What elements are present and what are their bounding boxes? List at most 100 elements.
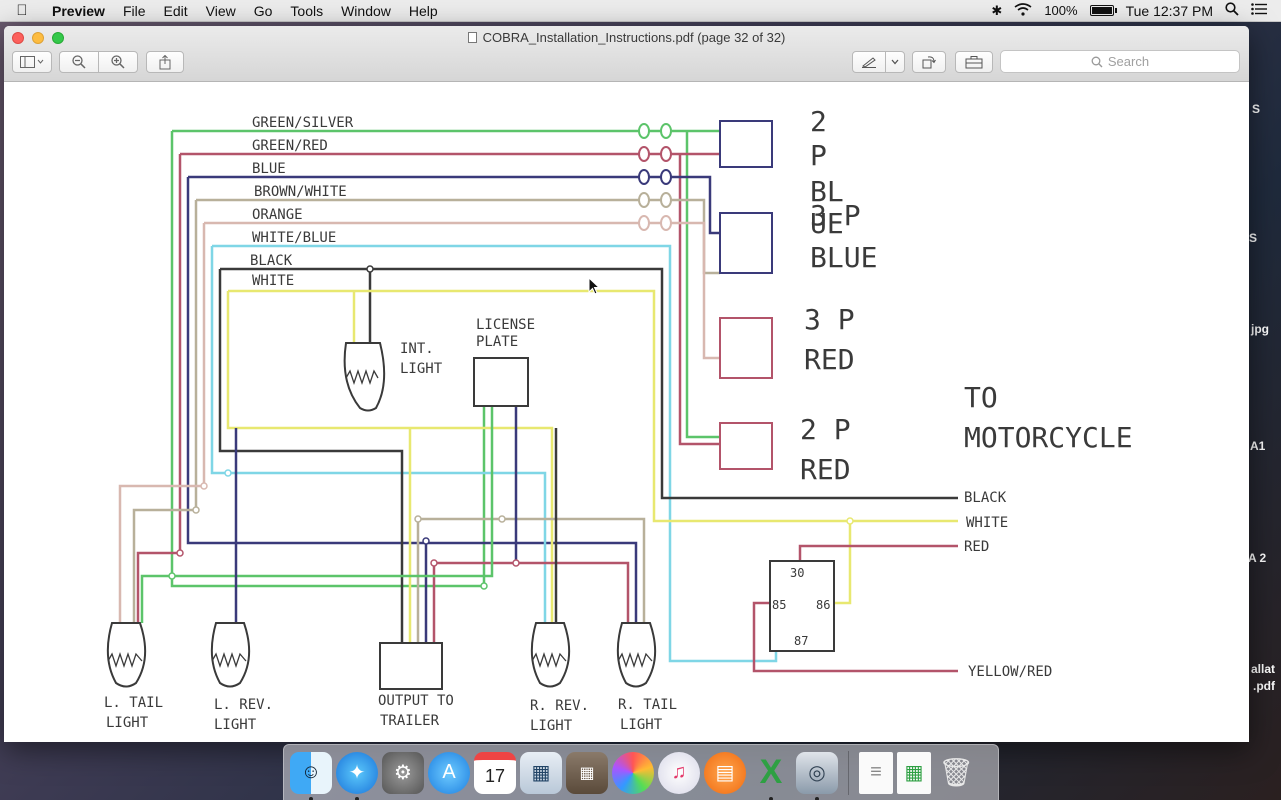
excel-icon[interactable]: X: [750, 752, 792, 800]
r-tail-label: R. TAIL: [618, 697, 677, 713]
wire-blue: [188, 175, 720, 235]
zoom-in-icon: [111, 55, 125, 69]
license-plate-label: PLATE: [476, 334, 518, 350]
wire-white-relay: [834, 521, 852, 605]
chevron-down-icon: [891, 59, 899, 65]
wire-red-output: [432, 561, 630, 643]
terminal: [660, 215, 672, 231]
desktop-peek-text: A1: [1250, 439, 1266, 453]
terminal: [638, 215, 650, 231]
menu-window[interactable]: Window: [341, 2, 391, 19]
clock[interactable]: Tue 12:37 PM: [1125, 2, 1213, 19]
terminal: [660, 146, 672, 162]
minimize-window-button[interactable]: [32, 32, 44, 44]
window-title: COBRA_Installation_Instructions.pdf (pag…: [4, 30, 1249, 45]
to-motorcycle-label: TO: [964, 381, 998, 414]
zoom-in-button[interactable]: [98, 51, 138, 73]
connector-3p-blue-label: BLUE: [810, 241, 877, 274]
wire-brown-white-down: [132, 200, 198, 623]
wire-green-silver-loop: [685, 131, 720, 439]
terminal: [638, 123, 650, 139]
connector-2p-blue: [719, 120, 773, 168]
splice-dot: [846, 517, 854, 525]
menu-view[interactable]: View: [205, 2, 236, 19]
zoom-window-button[interactable]: [52, 32, 64, 44]
menu-app-preview[interactable]: Preview: [52, 2, 105, 19]
terminal: [638, 192, 650, 208]
right-wire-label-black: BLACK: [964, 490, 1007, 506]
bulb-filament: [531, 651, 567, 669]
preview-app-icon[interactable]: ▦: [520, 751, 562, 794]
itunes-icon[interactable]: ♫: [658, 751, 700, 794]
trash-icon[interactable]: 🗑: [938, 757, 974, 788]
menu-edit[interactable]: Edit: [163, 2, 188, 19]
share-button[interactable]: [146, 51, 184, 73]
apple-menu-icon[interactable]: : [0, 2, 44, 19]
bluetooth-icon[interactable]: ✱: [991, 2, 1003, 18]
l-tail-label: L. TAIL: [104, 695, 163, 711]
pdf-page[interactable]: GREEN/SILVER GREEN/RED BLUE BROWN/WHITE …: [4, 83, 1249, 742]
wire-green-silver-down: [170, 131, 486, 588]
search-field[interactable]: Search: [1000, 50, 1240, 73]
dock: ☺ ✦ ⚙ A 17 ▦ ▦ ♫ ▤ X ◎ ≡ ▦ 🗑: [283, 744, 999, 800]
battery-icon[interactable]: [1089, 5, 1117, 16]
r-rev-label: LIGHT: [530, 718, 573, 734]
calculator-icon[interactable]: ▦: [566, 751, 608, 794]
system-preferences-icon[interactable]: ⚙: [382, 751, 424, 794]
menu-file[interactable]: File: [122, 2, 146, 19]
menu-tools[interactable]: Tools: [290, 2, 324, 19]
bulb-filament: [107, 651, 143, 669]
wire-label-brown-white: BROWN/WHITE: [254, 184, 347, 200]
document-stack-icon[interactable]: ≡: [859, 751, 893, 794]
wifi-icon[interactable]: [1014, 2, 1032, 19]
splice-dot: [176, 549, 184, 557]
connector-2p-red: [719, 422, 773, 470]
image-capture-icon[interactable]: ◎: [796, 751, 838, 800]
spreadsheet-stack-icon[interactable]: ▦: [897, 751, 931, 794]
document-icon: [467, 32, 477, 43]
wire-white-down: [226, 291, 554, 623]
markup-menu-button[interactable]: [885, 51, 905, 73]
safari-icon[interactable]: ✦: [336, 751, 378, 800]
splice-dot: [422, 537, 430, 545]
preview-window: COBRA_Installation_Instructions.pdf (pag…: [4, 26, 1249, 742]
toolbox-button[interactable]: [955, 51, 993, 73]
wire-green-red-loop: [678, 154, 720, 446]
spotlight-search-icon[interactable]: [1225, 2, 1239, 19]
close-window-button[interactable]: [12, 32, 24, 44]
splice-dot: [168, 572, 176, 580]
photos-icon[interactable]: [612, 751, 654, 794]
finder-icon[interactable]: ☺: [290, 751, 332, 800]
relay-pin-30: 30: [790, 566, 804, 580]
calendar-icon[interactable]: 17: [474, 751, 516, 794]
right-wire-label-red: RED: [964, 539, 989, 555]
notification-center-icon[interactable]: [1251, 3, 1267, 18]
rotate-button[interactable]: [912, 51, 946, 73]
wire-label-black: BLACK: [250, 253, 293, 269]
app-store-icon[interactable]: A: [428, 751, 470, 794]
connector-3p-red: [719, 317, 773, 379]
share-icon: [159, 54, 171, 69]
l-tail-label: LIGHT: [106, 715, 149, 731]
splice-dot: [200, 482, 208, 490]
menu-go[interactable]: Go: [253, 2, 273, 19]
battery-percent[interactable]: 100%: [1044, 3, 1078, 18]
terminal: [660, 123, 672, 139]
output-label: TRAILER: [380, 713, 440, 729]
markup-pen-button[interactable]: [852, 51, 886, 73]
menu-help[interactable]: Help: [408, 2, 438, 19]
wire-label-blue: BLUE: [252, 161, 286, 177]
wire-white-blue: [212, 244, 778, 663]
splice-dot: [512, 559, 520, 567]
splice-dot: [224, 469, 232, 477]
desktop-peek-text: S: [1249, 231, 1258, 245]
to-motorcycle-label: MOTORCYCLE: [964, 421, 1133, 454]
zoom-out-button[interactable]: [59, 51, 99, 73]
ibooks-icon[interactable]: ▤: [704, 751, 746, 794]
sidebar-toggle-button[interactable]: [12, 51, 52, 73]
toolbox-icon: [965, 55, 983, 68]
relay-pin-85: 85: [772, 598, 786, 612]
wire-red-relay: [798, 544, 958, 561]
terminal: [638, 146, 650, 162]
bulb-filament: [211, 651, 247, 669]
